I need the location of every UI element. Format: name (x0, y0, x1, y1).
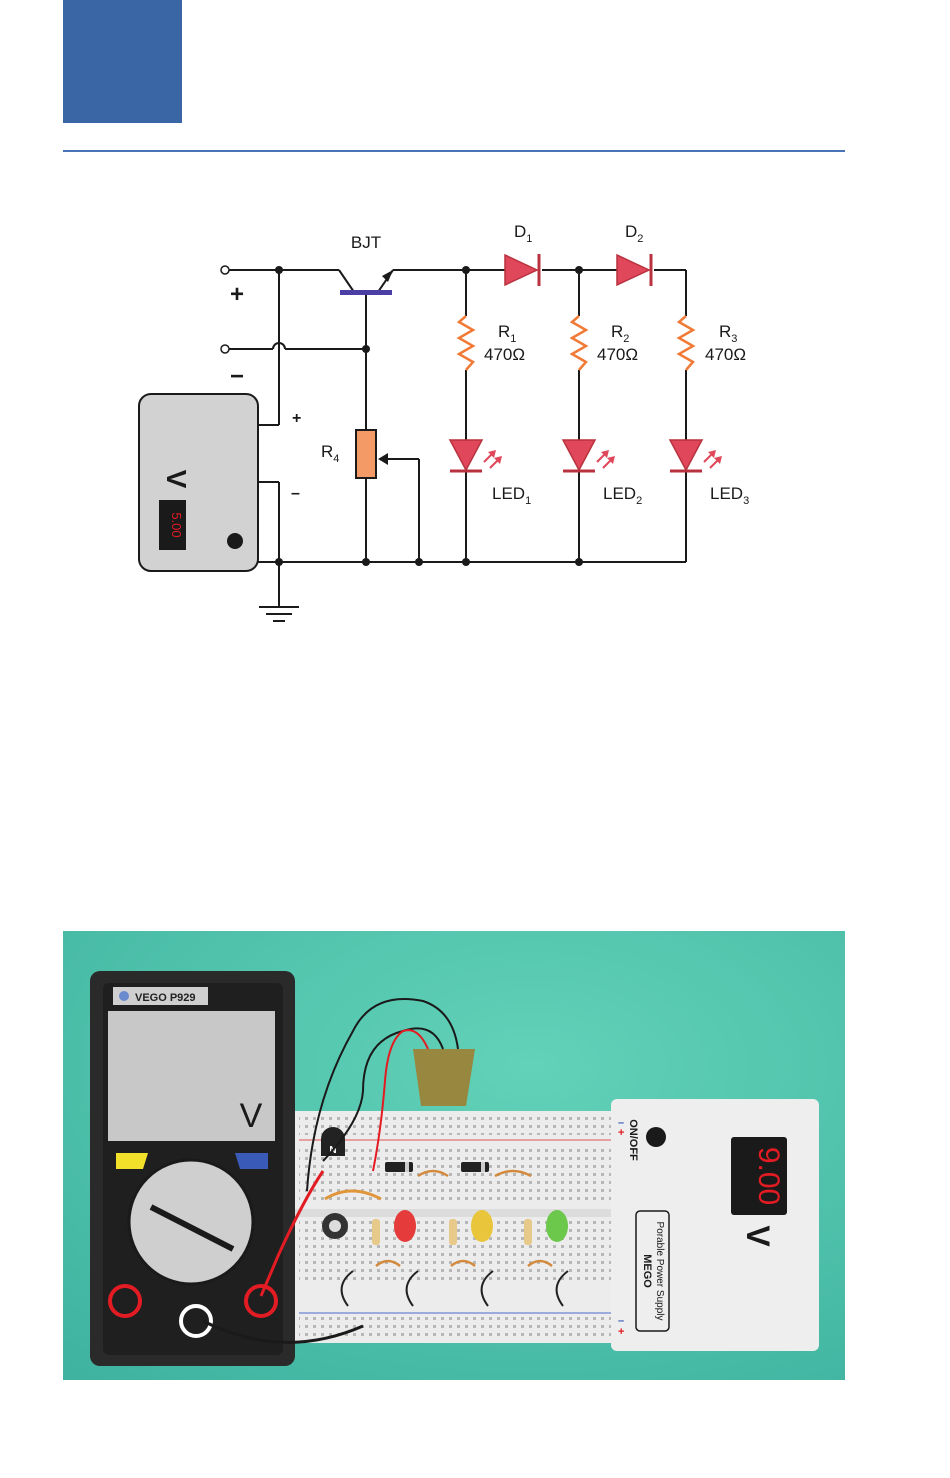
led3-label: LED3 (710, 484, 749, 507)
meter-unit-label: V (161, 470, 192, 489)
chapter-header-block (63, 0, 182, 123)
d1-label: D1 (514, 222, 532, 245)
r1-label: R1 (498, 322, 516, 345)
meter-plus-label: + (292, 410, 301, 427)
resistor-r1-symbol (459, 316, 473, 370)
r2-label: R2 (611, 322, 629, 345)
r3-label: R3 (719, 322, 737, 345)
supply-label-line2: MEGO (641, 1254, 653, 1288)
led1-symbol (450, 440, 502, 471)
resistor-r3-symbol (679, 316, 693, 370)
multimeter-brand: VEGO P929 (135, 992, 196, 1004)
plus-terminal-label: + (230, 281, 244, 308)
meter-reading: 5.00 (169, 512, 184, 537)
rail-plus-bottom: + (618, 1326, 624, 1338)
positive-input-terminal (221, 266, 229, 274)
led1-label: LED1 (492, 484, 531, 507)
supply-switch-label: ON/OFF (627, 1119, 639, 1161)
header-divider (63, 150, 845, 152)
bjt-label: BJT (351, 233, 381, 252)
minus-terminal-label: − (230, 363, 244, 390)
potentiometer-r4-symbol (356, 430, 388, 478)
r2-value: 470Ω (597, 345, 638, 364)
resistor-r2-symbol (572, 316, 586, 370)
d2-label: D2 (625, 222, 643, 245)
diode-d2-symbol (617, 254, 651, 286)
diode-d1-symbol (505, 254, 539, 286)
supply-reading: 9.00 (752, 1147, 785, 1205)
power-supply: 9.00 V ON/OFF Porable Power Supply MEGO … (611, 1099, 819, 1351)
transistor-component: N (321, 1127, 345, 1156)
r1-value: 470Ω (484, 345, 525, 364)
supply-unit: V (740, 1225, 776, 1247)
led3-symbol (670, 440, 722, 471)
led2-symbol (563, 440, 615, 471)
junction-dots (275, 266, 583, 566)
multimeter: VEGO P929 V (90, 971, 295, 1366)
breadboard-illustration: N VEGO P929 V 9.00 V ON/OFF Porable Powe… (63, 931, 845, 1380)
r4-label: R4 (321, 442, 339, 465)
r3-value: 470Ω (705, 345, 746, 364)
multimeter-unit: V (240, 1097, 263, 1135)
circuit-schematic: + − BJT D1 D2 R1 470Ω R2 470Ω R3 470Ω R4 (0, 160, 950, 640)
led2-label: LED2 (603, 484, 642, 507)
voltmeter-symbol (139, 394, 258, 571)
battery-clip (413, 1049, 475, 1106)
negative-input-terminal (221, 345, 229, 353)
rail-plus-top: + (618, 1127, 624, 1139)
meter-minus-label: – (291, 485, 300, 502)
supply-label-line1: Porable Power Supply (654, 1222, 665, 1321)
